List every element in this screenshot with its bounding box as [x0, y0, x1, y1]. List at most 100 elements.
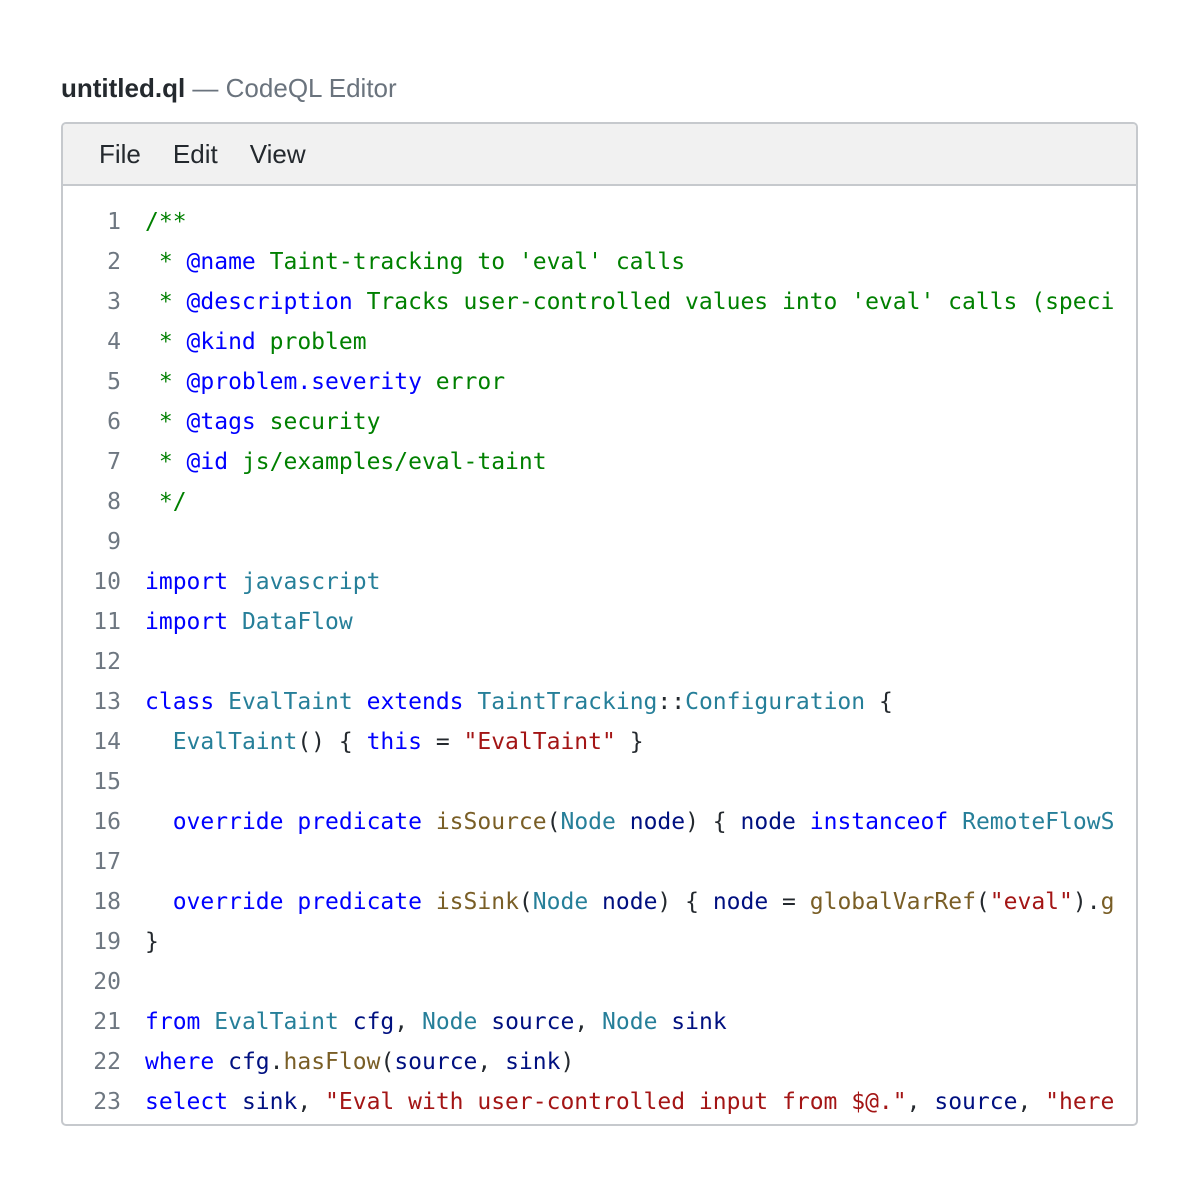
- code-token: import: [145, 569, 229, 595]
- line-text: [121, 962, 145, 1002]
- code-token: problem: [255, 329, 367, 355]
- code-token: *: [145, 409, 187, 435]
- code-token: @id: [186, 449, 229, 475]
- code-line: 4 * @kind problem: [63, 322, 1136, 362]
- code-token: [422, 889, 436, 915]
- code-token: ) {: [657, 889, 713, 915]
- code-token: source: [394, 1049, 478, 1075]
- line-number: 14: [93, 729, 121, 755]
- code-token: node: [602, 889, 658, 915]
- code-token: override: [172, 889, 284, 915]
- code-token: *: [145, 329, 187, 355]
- code-token: [283, 889, 297, 915]
- code-token: "EvalTaint": [463, 729, 616, 755]
- code-line: 15: [63, 762, 1136, 802]
- line-text: * @kind problem: [121, 322, 367, 362]
- menu-edit[interactable]: Edit: [172, 139, 218, 169]
- code-token: select: [145, 1089, 229, 1115]
- code-token: "here: [1045, 1089, 1115, 1115]
- line-number: 22: [93, 1049, 121, 1075]
- code-token: Node: [421, 1009, 478, 1035]
- code-token: @description: [186, 289, 353, 315]
- code-token: EvalTaint: [214, 1009, 339, 1035]
- code-token: sink: [671, 1009, 727, 1035]
- filename-label: untitled.ql: [61, 73, 186, 103]
- code-line: 8 */: [63, 482, 1136, 522]
- line-text: import javascript: [121, 562, 380, 602]
- code-token: .: [269, 1049, 284, 1075]
- code-token: "eval": [989, 889, 1073, 915]
- line-text: }: [121, 922, 159, 962]
- menu-view[interactable]: View: [249, 139, 306, 169]
- window-title: untitled.ql — CodeQL Editor: [61, 70, 397, 106]
- line-text: select sink, "Eval with user-controlled …: [121, 1082, 1114, 1122]
- code-token: }: [615, 729, 644, 755]
- line-number: 17: [93, 849, 121, 875]
- line-number: 2: [107, 249, 121, 275]
- line-text: */: [121, 482, 187, 522]
- code-token: EvalTaint: [228, 689, 353, 715]
- code-area[interactable]: 1/**2 * @name Taint-tracking to 'eval' c…: [63, 202, 1136, 1124]
- code-token: sink: [505, 1049, 561, 1075]
- line-text: * @tags security: [121, 402, 381, 442]
- line-number: 11: [93, 609, 121, 635]
- code-token: ,: [1017, 1089, 1046, 1115]
- code-token: @tags: [186, 409, 256, 435]
- code-token: node: [629, 809, 686, 835]
- code-token: g: [1100, 889, 1115, 915]
- code-token: DataFlow: [241, 609, 353, 635]
- code-line: 16 override predicate isSource(Node node…: [63, 802, 1136, 842]
- line-number: 23: [93, 1089, 121, 1115]
- code-line: 3 * @description Tracks user-controlled …: [63, 282, 1136, 322]
- menu-bar: File Edit View: [63, 124, 1136, 186]
- code-token: Tracks user-controlled values into 'eval…: [352, 289, 1115, 315]
- code-token: (: [546, 809, 561, 835]
- code-token: Node: [532, 889, 589, 915]
- code-token: [948, 809, 962, 835]
- code-token: security: [255, 409, 381, 435]
- code-token: Taint-tracking to 'eval' calls: [255, 249, 686, 275]
- code-token: [796, 809, 810, 835]
- code-token: [657, 1009, 671, 1035]
- code-token: @name: [186, 249, 256, 275]
- line-text: /**: [121, 202, 187, 242]
- code-token: (: [518, 889, 533, 915]
- code-token: (: [380, 1049, 395, 1075]
- code-token: [339, 1009, 353, 1035]
- code-line: 2 * @name Taint-tracking to 'eval' calls: [63, 242, 1136, 282]
- code-token: ).: [1072, 889, 1101, 915]
- code-token: [145, 809, 173, 835]
- line-text: * @id js/examples/eval-taint: [121, 442, 547, 482]
- line-number: 15: [93, 769, 121, 795]
- line-text: EvalTaint() { this = "EvalTaint" }: [121, 722, 644, 762]
- code-token: *: [145, 249, 187, 275]
- code-line: 6 * @tags security: [63, 402, 1136, 442]
- code-token: "Eval with user-controlled input from $@…: [325, 1089, 907, 1115]
- code-token: [283, 809, 297, 835]
- code-token: import: [145, 609, 229, 635]
- line-number: 5: [107, 369, 121, 395]
- line-text: class EvalTaint extends TaintTracking::C…: [121, 682, 893, 722]
- code-token: /**: [145, 209, 187, 235]
- code-token: ): [560, 1049, 575, 1075]
- code-token: js/examples/eval-taint: [228, 449, 547, 475]
- code-line: 20: [63, 962, 1136, 1002]
- line-number: 8: [107, 489, 121, 515]
- code-line: 17: [63, 842, 1136, 882]
- code-token: node: [712, 889, 769, 915]
- code-token: Configuration: [685, 689, 866, 715]
- code-token: where: [145, 1049, 215, 1075]
- line-number: 19: [93, 929, 121, 955]
- menu-file[interactable]: File: [99, 139, 141, 169]
- line-number: 3: [107, 289, 121, 315]
- line-text: [121, 642, 145, 682]
- code-token: ::: [657, 689, 686, 715]
- code-token: [214, 689, 228, 715]
- code-token: ) {: [685, 809, 741, 835]
- code-token: hasFlow: [283, 1049, 381, 1075]
- code-token: predicate: [297, 809, 422, 835]
- app-name-label: CodeQL Editor: [225, 73, 397, 103]
